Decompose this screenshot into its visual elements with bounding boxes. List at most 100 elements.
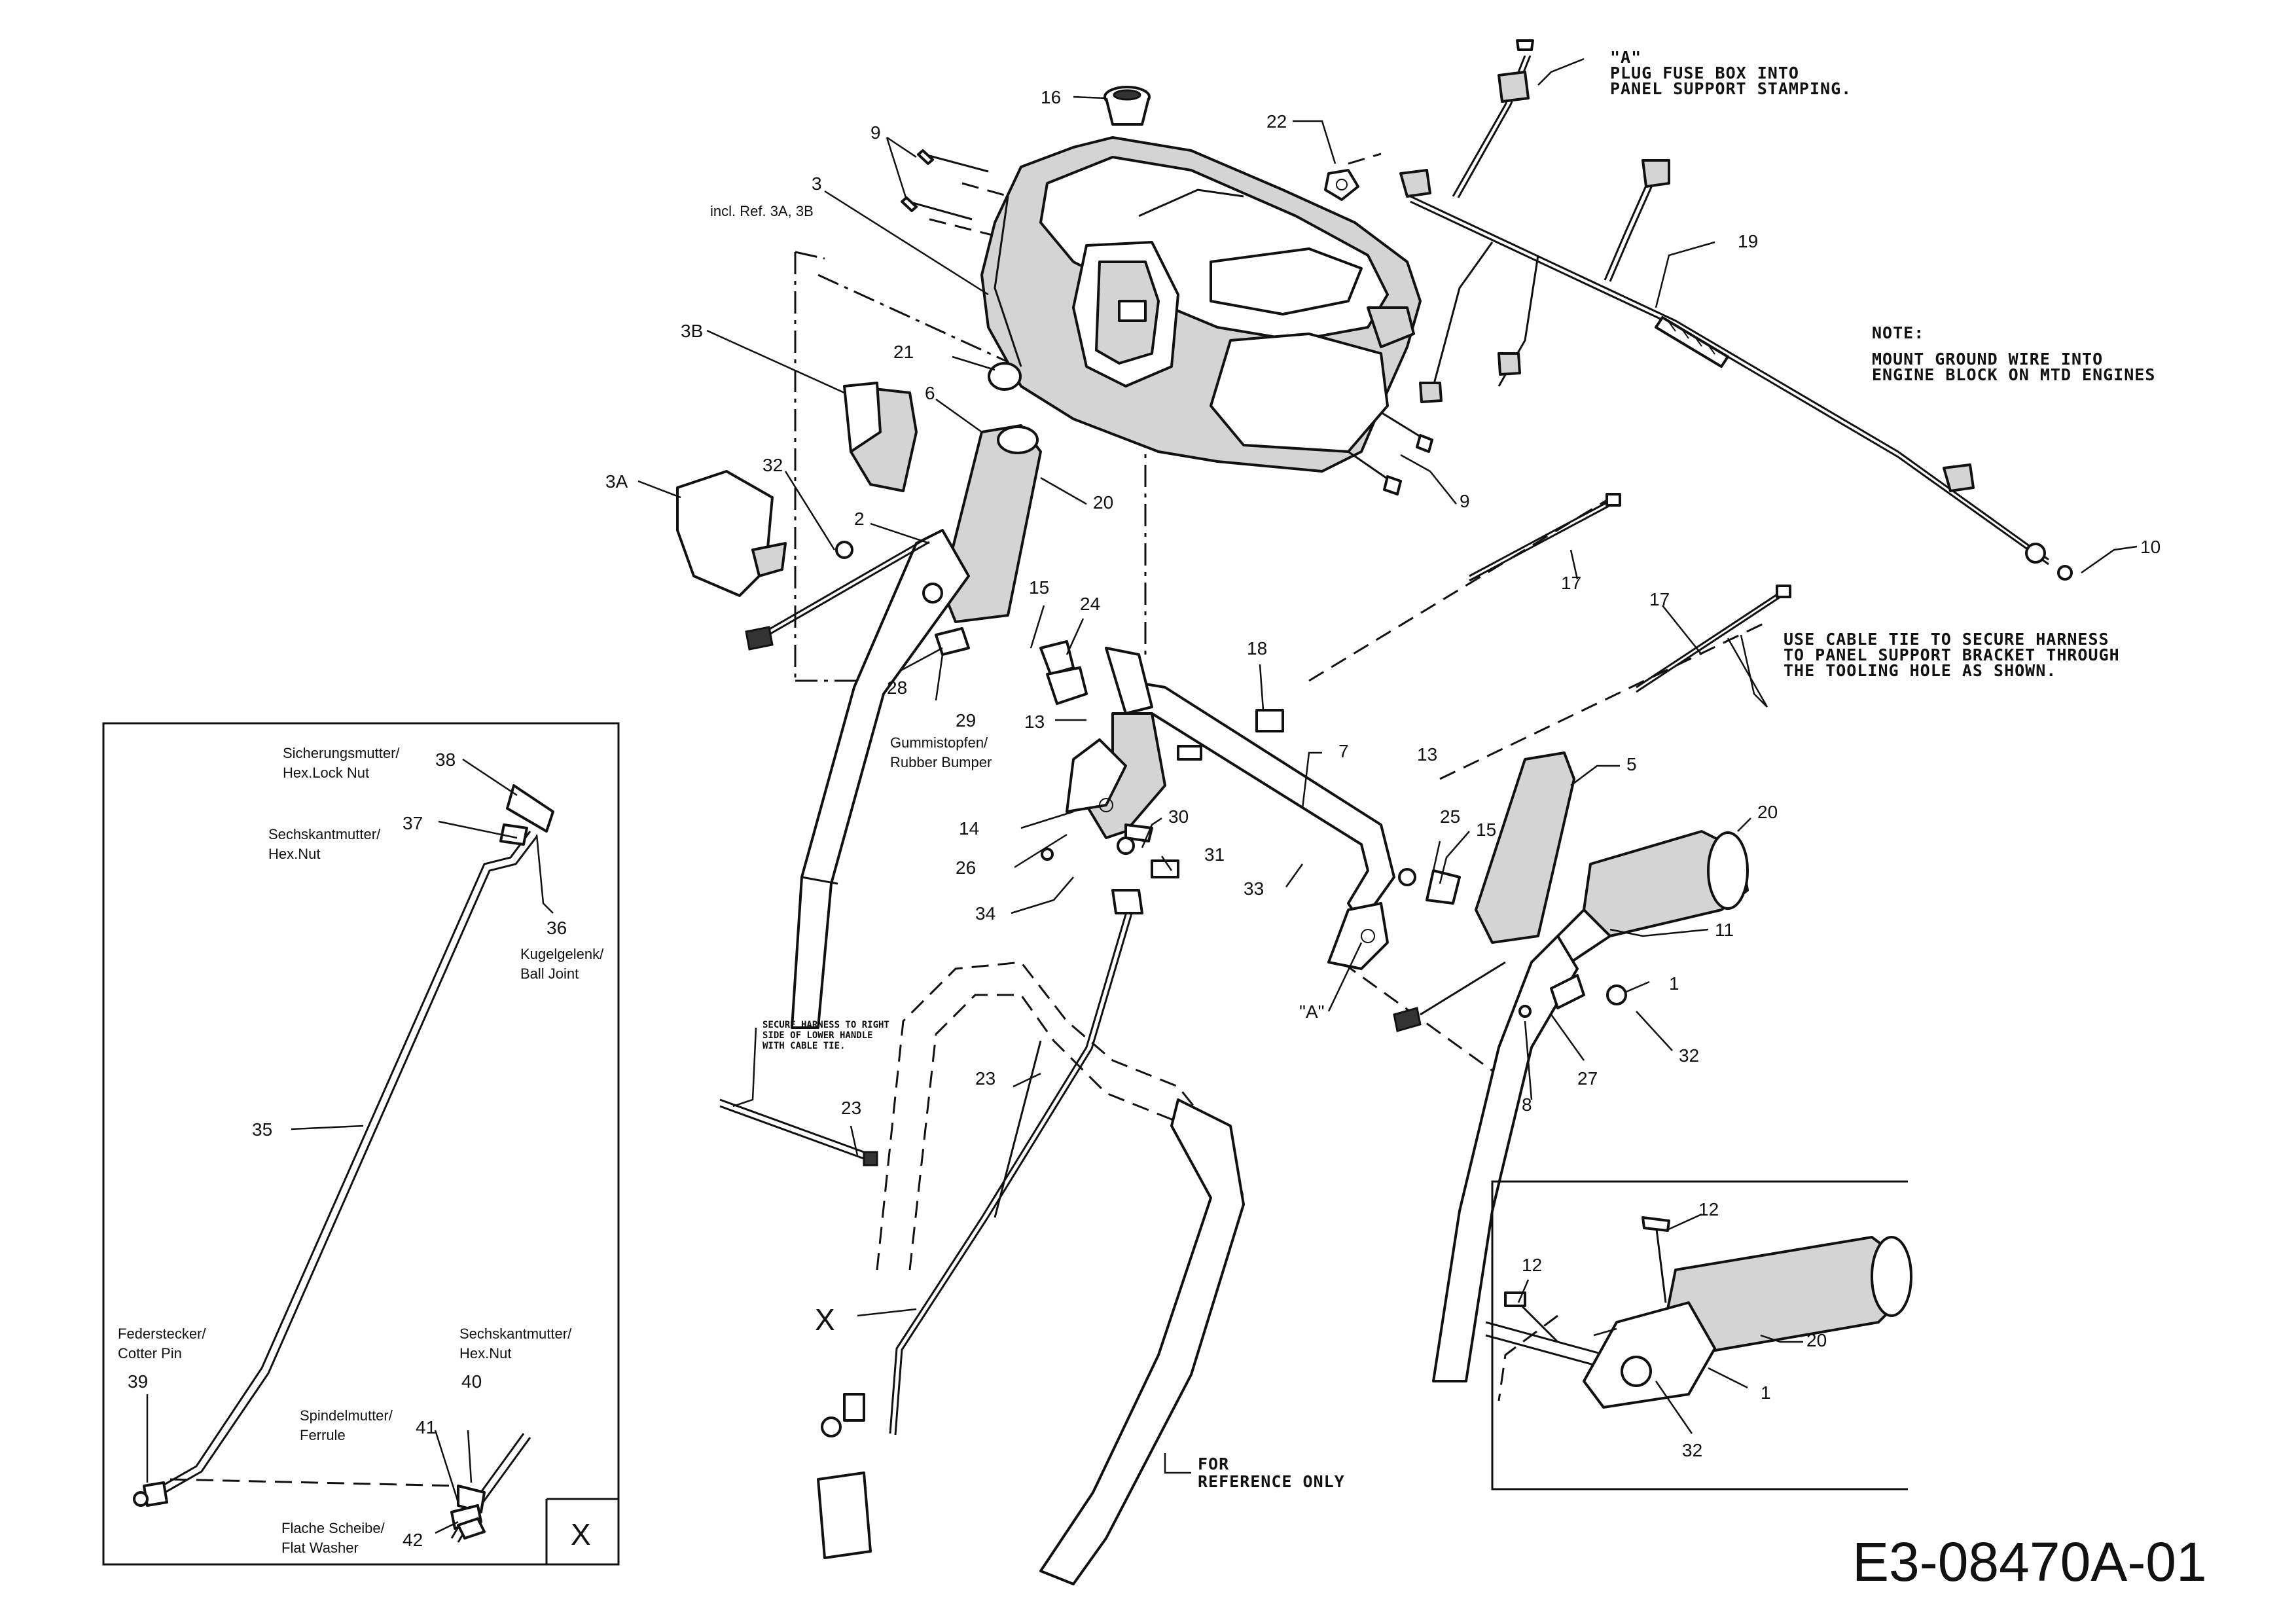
lower-handle bbox=[1039, 1098, 1245, 1585]
callout-18: 18 bbox=[1247, 638, 1267, 659]
callout-38: 38 bbox=[435, 749, 456, 770]
wiring-harness bbox=[1399, 39, 2073, 581]
console-panel bbox=[980, 136, 1422, 473]
upper-handle-right bbox=[1432, 935, 1579, 1382]
cable-tie-23 bbox=[719, 1098, 878, 1166]
callout-26: 26 bbox=[956, 857, 976, 878]
callout-22: 22 bbox=[1266, 111, 1287, 132]
callout-17-right: 17 bbox=[1649, 589, 1670, 609]
cover-3B bbox=[843, 382, 918, 492]
callout-20-detail: 20 bbox=[1806, 1330, 1827, 1350]
callout-21: 21 bbox=[893, 342, 914, 362]
callout-3B: 3B bbox=[681, 321, 703, 341]
screws-9-top bbox=[901, 149, 989, 221]
fuse-box-note-ref: "A" bbox=[1610, 48, 1641, 67]
ferrule-de: Spindelmutter/ bbox=[300, 1407, 393, 1424]
callout-37: 37 bbox=[403, 813, 423, 833]
callout-36: 36 bbox=[547, 918, 567, 938]
panel-support-bracket bbox=[1066, 647, 1395, 970]
rubber-bumper-en: Rubber Bumper bbox=[890, 754, 992, 770]
callout-30: 30 bbox=[1168, 806, 1189, 827]
callout-32-right: 32 bbox=[1679, 1045, 1699, 1066]
callout-1-detail: 1 bbox=[1761, 1382, 1771, 1403]
hex-nut-37-en: Hex.Nut bbox=[268, 846, 320, 862]
callout-3-subtext: incl. Ref. 3A, 3B bbox=[710, 203, 814, 219]
callout-29: 29 bbox=[956, 710, 976, 731]
callout-32-left: 32 bbox=[762, 455, 783, 475]
callout-7: 7 bbox=[1338, 741, 1349, 761]
rubber-bumper-de: Gummistopfen/ bbox=[890, 734, 988, 751]
hex-nut-40-de: Sechskantmutter/ bbox=[459, 1326, 572, 1342]
inset-box-shift-linkage bbox=[102, 722, 620, 1566]
lower-handle-note-line2: SIDE OF LOWER HANDLE bbox=[762, 1030, 873, 1041]
callout-41: 41 bbox=[416, 1417, 436, 1437]
fuse-box-note-line2: PANEL SUPPORT STAMPING. bbox=[1610, 79, 1852, 98]
choke-knob bbox=[1103, 86, 1151, 126]
callout-24: 24 bbox=[1080, 594, 1100, 614]
leader-lines bbox=[146, 58, 2138, 1534]
callout-23-middle: 23 bbox=[975, 1068, 996, 1089]
reference-note-line1: FOR bbox=[1198, 1454, 1229, 1473]
callout-5: 5 bbox=[1626, 754, 1637, 774]
callout-labels: 16 9 3 incl. Ref. 3A, 3B 22 19 3B 21 6 3… bbox=[128, 87, 2161, 1551]
callout-32-detail: 32 bbox=[1682, 1440, 1702, 1460]
callout-13-right: 13 bbox=[1417, 744, 1437, 765]
cotter-pin-de: Federstecker/ bbox=[118, 1326, 206, 1342]
callout-14: 14 bbox=[959, 818, 979, 839]
left-harness bbox=[745, 535, 1506, 1016]
callout-34: 34 bbox=[975, 903, 996, 924]
screws-9-right bbox=[1348, 411, 1433, 496]
callout-X: X bbox=[815, 1303, 835, 1337]
callout-31: 31 bbox=[1204, 844, 1225, 865]
callout-42: 42 bbox=[403, 1530, 423, 1550]
fuse-box-note-line1: PLUG FUSE BOX INTO bbox=[1610, 63, 1799, 82]
lower-handle-note-line1: SECURE HARNESS TO RIGHT bbox=[762, 1020, 889, 1030]
callout-28: 28 bbox=[887, 677, 907, 698]
ground-wire-note-title: NOTE: bbox=[1872, 323, 1924, 342]
callout-33: 33 bbox=[1244, 878, 1264, 899]
reference-note-line2: REFERENCE ONLY bbox=[1198, 1472, 1345, 1491]
ground-wire-note-line1: MOUNT GROUND WIRE INTO bbox=[1872, 350, 2103, 369]
hex-nut-40-en: Hex.Nut bbox=[459, 1345, 511, 1362]
callout-11: 11 bbox=[1715, 920, 1734, 940]
callout-25: 25 bbox=[1440, 806, 1460, 827]
flat-washer-de: Flache Scheibe/ bbox=[281, 1520, 386, 1536]
cable-tie-note-line2: TO PANEL SUPPORT BRACKET THROUGH bbox=[1784, 645, 2120, 664]
callout-15-top: 15 bbox=[1029, 577, 1049, 598]
drawing-code: E3-08470A-01 bbox=[1852, 1531, 2207, 1593]
callout-17-left: 17 bbox=[1561, 573, 1581, 593]
callout-20-top: 20 bbox=[1093, 492, 1113, 513]
callout-19: 19 bbox=[1738, 231, 1758, 251]
boot-5 bbox=[1475, 751, 1575, 944]
callout-10: 10 bbox=[2140, 537, 2161, 557]
callout-13-left: 13 bbox=[1024, 712, 1045, 732]
callout-20-right: 20 bbox=[1757, 802, 1778, 822]
callout-23-left: 23 bbox=[841, 1098, 861, 1118]
hex-nut-37-de: Sechskantmutter/ bbox=[268, 826, 381, 842]
ball-joint-en: Ball Joint bbox=[520, 965, 579, 982]
hex-lock-nut-en: Hex.Lock Nut bbox=[283, 765, 369, 781]
callout-3A: 3A bbox=[605, 471, 628, 492]
grip-20 bbox=[1556, 830, 1749, 964]
hardware bbox=[835, 541, 1627, 1032]
wire-clip bbox=[1324, 169, 1359, 201]
callout-9-right: 9 bbox=[1460, 491, 1470, 511]
cover-3A bbox=[676, 470, 787, 597]
throttle-knob bbox=[988, 362, 1022, 391]
ground-wire-note-line2: ENGINE BLOCK ON MTD ENGINES bbox=[1872, 365, 2155, 384]
callout-40: 40 bbox=[461, 1371, 482, 1392]
callout-2: 2 bbox=[854, 509, 865, 529]
part-name-labels: Gummistopfen/ Rubber Bumper Sicherungsmu… bbox=[118, 734, 992, 1556]
callout-39: 39 bbox=[128, 1371, 148, 1392]
callout-1: 1 bbox=[1669, 973, 1679, 994]
hex-lock-nut-de: Sicherungsmutter/ bbox=[283, 745, 400, 761]
callout-12-left: 12 bbox=[1522, 1255, 1542, 1275]
callout-8: 8 bbox=[1522, 1094, 1532, 1115]
cotter-pin-en: Cotter Pin bbox=[118, 1345, 182, 1362]
cable-tie-note-line3: THE TOOLING HOLE AS SHOWN. bbox=[1784, 661, 2056, 680]
assembly-notes: "A" PLUG FUSE BOX INTO PANEL SUPPORT STA… bbox=[762, 48, 2155, 1491]
flat-washer-en: Flat Washer bbox=[281, 1540, 359, 1556]
callout-15-right: 15 bbox=[1476, 820, 1496, 840]
shift-rod bbox=[817, 889, 1143, 1559]
